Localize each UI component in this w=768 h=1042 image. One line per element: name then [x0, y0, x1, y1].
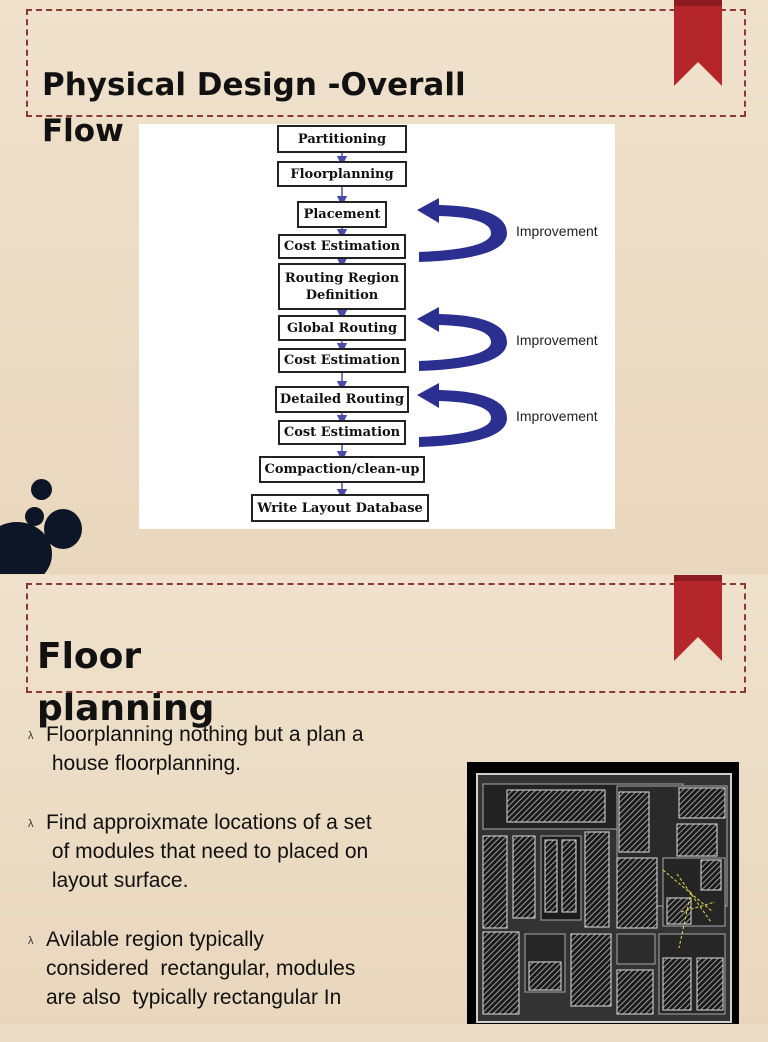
bookmark-ribbon-icon — [674, 575, 722, 661]
flow-step-compaction: Compaction/clean-up — [259, 456, 425, 483]
list-item: λ Avilable region typically considered r… — [28, 928, 356, 1009]
flow-step-placement: Placement — [297, 201, 387, 228]
improvement-arrow-icon — [417, 307, 507, 371]
list-item: λ Find approixmate locations of a set of… — [28, 811, 372, 892]
flow-step-floorplanning: Floorplanning — [277, 161, 407, 187]
flow-step-routing-region-definition: Routing Region Definition — [278, 263, 406, 310]
improvement-label: Improvement — [516, 408, 598, 424]
bookmark-ribbon-icon — [674, 0, 722, 86]
flow-step-cost-estimation-2: Cost Estimation — [278, 348, 406, 373]
title-band — [26, 9, 746, 117]
floorplan-layout-image — [467, 762, 739, 1024]
slide-title: Physical Design -Overall Flow — [42, 62, 466, 154]
improvement-label: Improvement — [516, 332, 598, 348]
improvement-label: Improvement — [516, 223, 598, 239]
flow-step-cost-estimation-3: Cost Estimation — [278, 420, 406, 445]
flow-diagram: Partitioning Floorplanning Placement Cos… — [139, 124, 615, 529]
bullet-icon: λ — [28, 818, 34, 830]
slide-title-line1: Floor — [37, 636, 142, 677]
flow-step-partitioning: Partitioning — [277, 125, 407, 153]
slide-title-line2: planning — [37, 688, 215, 729]
flow-step-detailed-routing: Detailed Routing — [275, 386, 409, 413]
list-item: λ Floorplanning nothing but a plan a hou… — [28, 723, 364, 775]
slide-title: Floor planning — [37, 631, 214, 735]
flow-step-write-layout-database: Write Layout Database — [251, 494, 429, 522]
slide-physical-design-flow: Physical Design -Overall Flow — [0, 0, 768, 574]
title-band — [26, 583, 746, 693]
improvement-arrow-icon — [417, 198, 507, 262]
slide-title-line1: Physical Design -Overall — [42, 67, 466, 103]
bullet-list: λ Floorplanning nothing but a plan a hou… — [28, 720, 448, 1042]
bullet-icon: λ — [28, 935, 34, 947]
flow-step-global-routing: Global Routing — [278, 315, 406, 341]
flow-step-cost-estimation-1: Cost Estimation — [278, 234, 406, 259]
flow-connectors — [336, 153, 507, 500]
bullet-icon: λ — [28, 730, 34, 742]
improvement-arrow-icon — [417, 383, 507, 447]
slide-title-line2: Flow — [42, 113, 124, 149]
